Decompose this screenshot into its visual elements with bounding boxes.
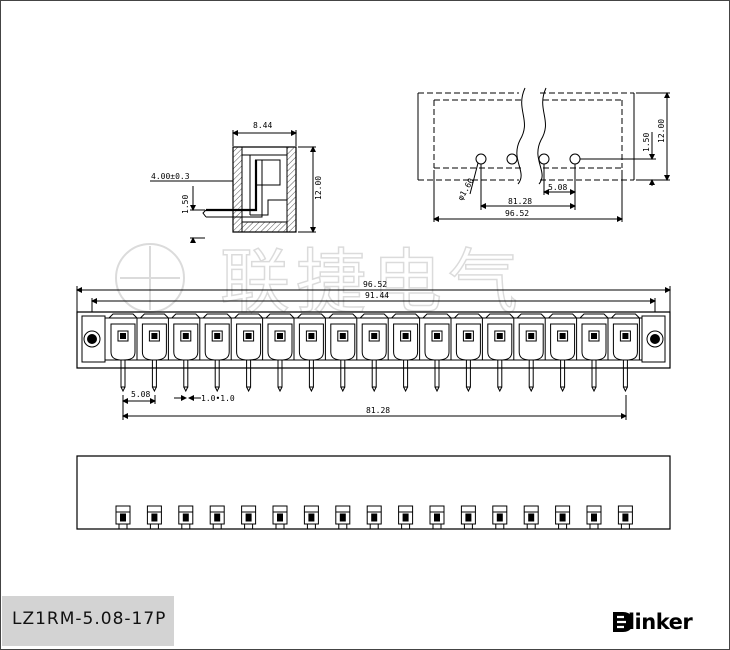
- bottom-cell: [272, 505, 288, 529]
- front-pin: [214, 359, 220, 393]
- brand-logo: Elinker: [611, 610, 693, 634]
- bottom-cell: [178, 505, 194, 529]
- front-pin-span-label: 81.28: [366, 406, 390, 415]
- front-pin: [497, 359, 503, 393]
- front-pin: [434, 359, 440, 393]
- bottom-cell: [303, 505, 319, 529]
- front-pin: [371, 359, 377, 393]
- bottom-cell: [241, 505, 257, 529]
- bottom-cell: [209, 505, 225, 529]
- front-pin: [183, 359, 189, 393]
- model-label-box: LZ1RM-5.08-17P: [2, 596, 174, 646]
- elinker-logo-icon: [613, 612, 633, 632]
- front-pin: [560, 359, 566, 393]
- side-pin-offset-label: 4.00±0.3: [151, 172, 190, 181]
- bottom-cell: [115, 505, 131, 529]
- bottom-cell: [460, 505, 476, 529]
- pcb-total-length-label: 96.52: [505, 209, 529, 218]
- front-cell: [359, 313, 389, 361]
- pcb-height-label: 12.00: [657, 119, 666, 143]
- front-pin-size-label: 1.0•1.0: [201, 394, 235, 403]
- front-cell: [485, 313, 515, 361]
- front-cell: [171, 313, 201, 361]
- front-total-length-label: 96.52: [363, 280, 387, 289]
- front-cell: [202, 313, 232, 361]
- side-view: [150, 130, 316, 243]
- model-number: LZ1RM-5.08-17P: [12, 609, 167, 629]
- front-cell: [234, 313, 264, 361]
- front-cell: [140, 313, 169, 361]
- front-cell: [391, 313, 421, 361]
- bottom-cells: [115, 505, 633, 529]
- front-pin: [340, 359, 346, 393]
- bottom-cell: [335, 505, 351, 529]
- front-body-length-label: 91.44: [365, 291, 389, 300]
- bottom-cell: [555, 505, 571, 529]
- side-width-label: 8.44: [253, 121, 272, 130]
- bottom-cell: [492, 505, 508, 529]
- front-cell: [516, 313, 546, 361]
- pcb-layout: [417, 87, 670, 222]
- front-cell: [297, 313, 326, 361]
- front-pin: [403, 359, 409, 393]
- front-cell: [328, 313, 358, 361]
- side-height-label: 12.00: [314, 176, 323, 200]
- front-cell: [108, 313, 138, 361]
- front-view: [76, 286, 671, 420]
- front-pin: [120, 359, 126, 393]
- front-pin: [528, 359, 534, 393]
- bottom-cell: [523, 505, 539, 529]
- front-cell: [265, 313, 295, 361]
- front-pin: [151, 359, 157, 393]
- front-pin: [308, 359, 314, 393]
- front-cell: [579, 313, 609, 361]
- pcb-pitch-label: 5.08: [548, 183, 567, 192]
- front-cells: [108, 313, 640, 361]
- front-pin: [277, 359, 283, 393]
- bottom-cell: [366, 505, 382, 529]
- front-pitch-label: 5.08: [131, 390, 150, 399]
- bottom-cell: [586, 505, 602, 529]
- front-pin: [591, 359, 597, 393]
- bottom-cell: [617, 505, 633, 529]
- front-pins: [120, 359, 628, 393]
- bottom-cell: [398, 505, 414, 529]
- pcb-pin-span-label: 81.28: [508, 197, 532, 206]
- front-pin: [465, 359, 471, 393]
- front-cell: [422, 313, 452, 361]
- front-cell: [611, 313, 640, 361]
- bottom-cell: [146, 505, 162, 529]
- front-pin: [622, 359, 628, 393]
- front-cell: [454, 313, 483, 361]
- bottom-view: [76, 455, 671, 530]
- front-pin: [246, 359, 252, 393]
- side-pin-height-label: 1.50: [181, 195, 190, 214]
- pcb-edge-offset-label: 1.50: [642, 133, 651, 152]
- front-cell: [548, 313, 578, 361]
- bottom-cell: [429, 505, 445, 529]
